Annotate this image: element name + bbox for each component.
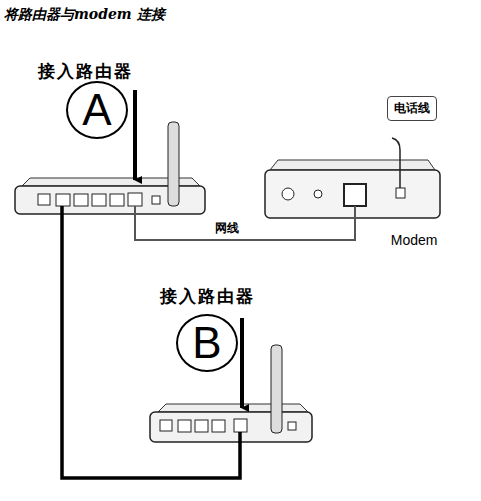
callout-letter: B: [192, 321, 221, 365]
callout-letter: A: [82, 88, 111, 132]
label-box: 电话线: [387, 96, 437, 121]
callout-circle: B: [176, 314, 238, 372]
callout-text: 接入路由器: [160, 285, 255, 308]
network-cable: [135, 206, 355, 240]
device-label: Modem: [391, 232, 438, 248]
callout-circle: A: [66, 81, 128, 139]
cable-label: 网线: [213, 220, 241, 237]
phone-line: [392, 138, 400, 188]
pointer-arrow: [240, 318, 244, 408]
modem-box: Modem: [265, 170, 440, 218]
modem-illustration: [265, 160, 440, 218]
title: 将路由器与modem 连接: [4, 6, 165, 24]
device-label: 电话线: [394, 100, 430, 117]
network-cable: [62, 206, 240, 478]
callout-text: 接入路由器: [38, 60, 133, 83]
pointer-arrow: [133, 90, 137, 180]
